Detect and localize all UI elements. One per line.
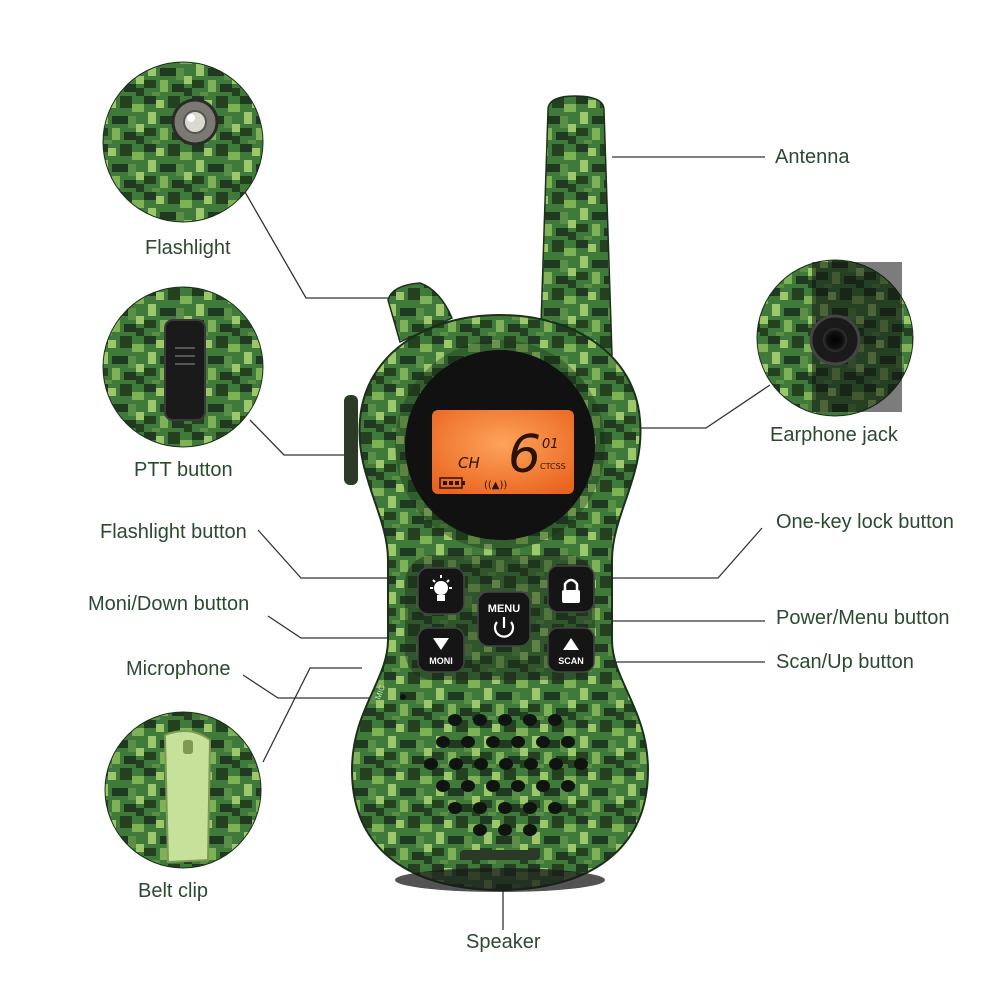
speaker-hole [474,758,488,770]
leader-moni-button [267,615,418,639]
label-microphone: Microphone [126,658,231,680]
signal-icon: ((▲)) [484,480,507,491]
label-scan-up-button: Scan/Up button [776,651,914,673]
menu-button-label: MENU [488,603,520,615]
speaker-hole [448,714,462,726]
speaker-grille [424,714,588,836]
speaker-hole [424,758,438,770]
speaker-hole [436,736,450,748]
lock-button[interactable] [547,565,595,613]
speaker-hole [498,714,512,726]
lcd-channel-digit: 6 [508,425,541,485]
moni-down-button[interactable]: MONI [417,627,465,673]
label-flashlight: Flashlight [145,237,231,259]
speaker-hole [486,736,500,748]
speaker-hole [511,736,525,748]
speaker-hole [473,802,487,814]
leader-earphone-jack [633,384,771,429]
speaker-hole [448,802,462,814]
speaker-hole [549,758,563,770]
lcd-screen [432,410,574,494]
flashlight-nub [387,282,453,344]
speaker-hole [536,736,550,748]
leader-ptt [249,419,353,456]
speaker-hole [511,780,525,792]
speaker-hole [536,780,550,792]
speaker-hole [561,780,575,792]
scan-up-button[interactable]: SCAN [547,627,595,673]
moni-button-label: MONI [429,656,453,666]
speaker-hole [523,714,537,726]
label-ptt-button: PTT button [134,459,233,481]
speaker-hole [498,802,512,814]
speaker-hole [574,758,588,770]
power-icon [493,617,515,638]
battery-icon [439,477,465,489]
leader-lock-button [578,527,763,579]
belt-clip-icon [163,730,212,864]
speaker-hole [461,780,475,792]
leader-belt-clip [262,667,362,763]
walkie-talkie: CH 6 01 CTCSS ((▲)) [344,95,650,892]
lock-icon [562,578,580,603]
speaker-hole [486,780,500,792]
detail-flashlight [102,61,264,223]
ptt-side-grip [344,395,358,485]
label-moni-down-button: Moni/Down button [88,593,249,615]
speaker-hole [461,736,475,748]
device-base [395,868,605,892]
label-speaker: Speaker [466,931,541,953]
label-belt-clip: Belt clip [138,880,208,902]
antenna [539,95,613,356]
speaker-hole [449,758,463,770]
triangle-down-icon [433,638,449,650]
speaker-hole [524,758,538,770]
callout-labels: Antenna Flashlight Earphone jack PTT but… [88,146,954,953]
speaker-hole [436,780,450,792]
flashlight-button[interactable] [417,567,465,615]
speaker-hole [473,714,487,726]
bulb-icon [430,575,452,601]
label-power-menu-button: Power/Menu button [776,607,949,629]
label-antenna: Antenna [775,146,850,168]
label-flashlight-button: Flashlight button [100,521,247,543]
speaker-hole [548,802,562,814]
detail-earphone-jack [756,259,914,417]
scan-button-label: SCAN [558,656,584,666]
detail-ptt-button [102,286,264,448]
menu-power-button[interactable]: MENU [477,591,531,647]
lcd-display: CH 6 01 CTCSS ((▲)) [432,410,574,494]
speaker-hole [498,824,512,836]
speaker-hole [473,824,487,836]
detail-belt-clip [104,711,262,869]
triangle-up-icon [563,638,579,650]
speaker-hole [523,802,537,814]
speaker-hole [523,824,537,836]
ptt-key-icon [164,319,206,421]
speaker-slot [460,850,540,860]
microphone-hole [400,694,406,700]
speaker-hole [561,736,575,748]
leader-flashlight-button [257,529,418,579]
leader-flashlight [244,191,398,299]
lcd-code-type: CTCSS [540,462,566,471]
speaker-hole [548,714,562,726]
lcd-sub-code: 01 [542,437,559,452]
label-earphone-jack: Earphone jack [770,424,899,446]
label-one-key-lock-button: One-key lock button [776,511,954,533]
lcd-mode-label: CH [458,454,480,472]
speaker-hole [499,758,513,770]
leader-microphone [242,674,380,699]
